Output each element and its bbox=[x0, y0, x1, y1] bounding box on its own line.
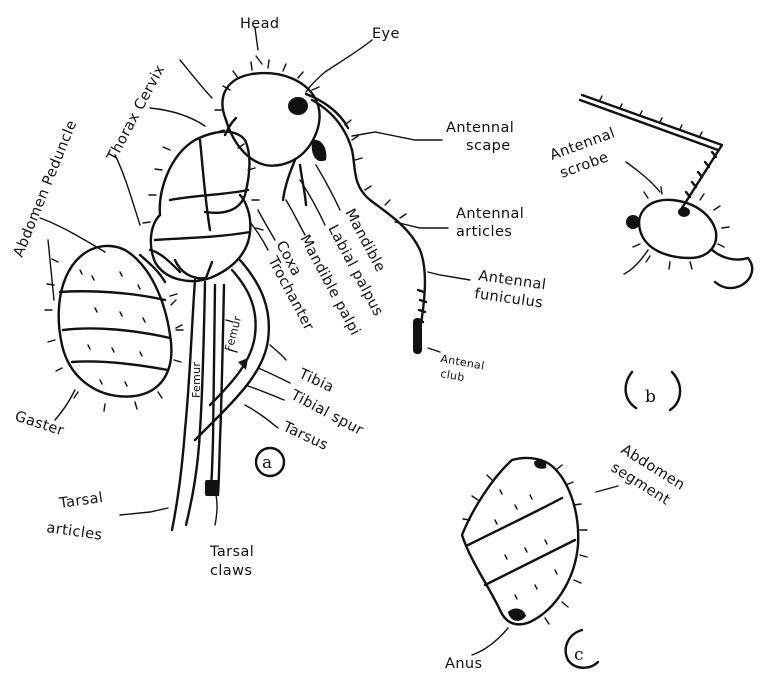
label-thorax-cervix: Thorax Cervix bbox=[104, 62, 169, 164]
label-antenal-club-2: club bbox=[439, 367, 465, 384]
panel-c-letter: c bbox=[574, 645, 584, 665]
label-tarsal-articles-1: Tarsal bbox=[57, 490, 104, 512]
label-antennal-articles-1: Antennal bbox=[456, 206, 524, 222]
label-tarsal-claws-2: claws bbox=[210, 563, 252, 579]
label-tarsus: Tarsus bbox=[279, 419, 330, 454]
label-head: Head bbox=[240, 16, 280, 32]
panel-b-letter: b bbox=[645, 387, 656, 407]
label-antennal-scape-2: scape bbox=[466, 138, 511, 154]
labels: Head Eye Thorax Cervix Abdomen Peduncle … bbox=[11, 16, 688, 672]
abdomen-detail-c bbox=[462, 458, 618, 655]
label-femur-left: Femur bbox=[190, 362, 203, 398]
leader-lines-a bbox=[40, 28, 470, 525]
label-antennal-scape-1: Antennal bbox=[446, 120, 514, 136]
label-abdomen-peduncle: Abdomen Peduncle bbox=[11, 118, 81, 259]
label-anus: Anus bbox=[445, 656, 482, 672]
label-gaster: Gaster bbox=[13, 409, 66, 440]
mouthparts-shape bbox=[283, 160, 306, 205]
legs-shape bbox=[172, 260, 269, 530]
label-tarsal-articles-2: articles bbox=[45, 520, 103, 544]
label-antennal-articles-2: articles bbox=[456, 224, 512, 240]
head-shape bbox=[215, 60, 326, 166]
panel-a-letter: a bbox=[262, 453, 272, 473]
antenna-detail-b bbox=[580, 95, 752, 288]
label-tarsal-claws-1: Tarsal bbox=[209, 544, 254, 560]
label-eye: Eye bbox=[372, 26, 400, 42]
